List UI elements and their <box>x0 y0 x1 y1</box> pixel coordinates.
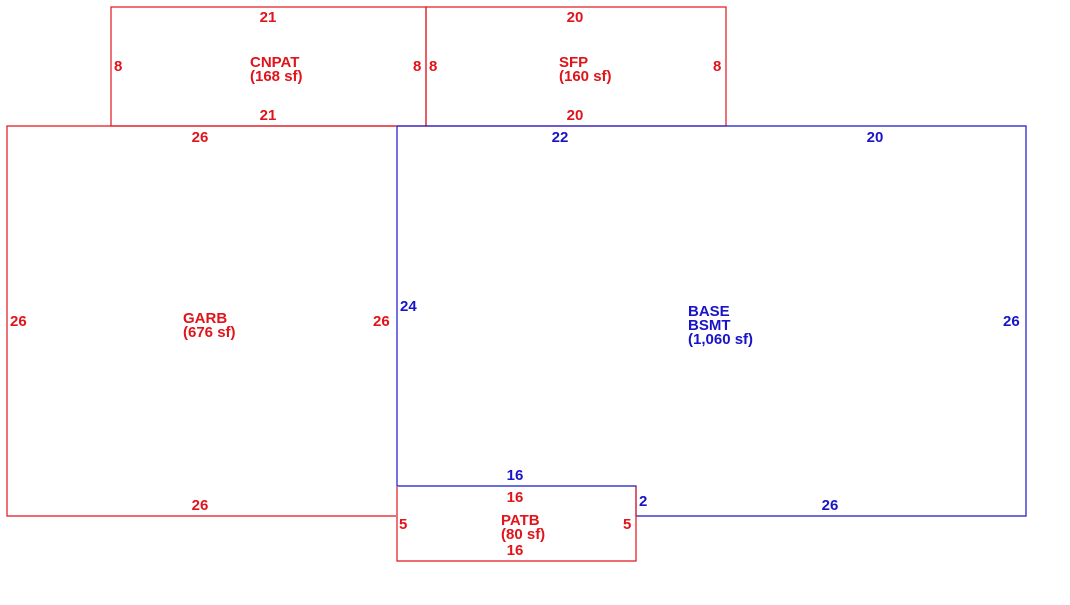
garb-dim-bottom: 26 <box>192 497 209 514</box>
base-label: BASE <box>688 303 730 320</box>
garb-label: GARB <box>183 310 227 327</box>
base-dim-top-left: 22 <box>552 129 569 146</box>
base-dim-top-right: 20 <box>867 129 884 146</box>
cnpat-area: (168 sf) <box>250 68 303 85</box>
cnpat-dim-left: 8 <box>114 58 122 75</box>
sfp-dim-right: 8 <box>713 58 721 75</box>
sfp-area: (160 sf) <box>559 68 612 85</box>
base-area: (1,060 sf) <box>688 331 753 348</box>
garb-dim-top: 26 <box>192 129 209 146</box>
area-cnpat: 21 21 8 8 CNPAT (168 sf) <box>110 6 427 127</box>
sfp-dim-left: 8 <box>429 58 437 75</box>
area-garb: 26 26 26 26 GARB (676 sf) <box>6 125 396 517</box>
garb-area: (676 sf) <box>183 324 236 341</box>
cnpat-dim-right: 8 <box>413 58 421 75</box>
base-sublabel: BSMT <box>688 317 731 334</box>
base-dim-step: 2 <box>639 493 647 510</box>
base-dim-inner-bottom: 16 <box>507 467 524 484</box>
patb-label: PATB <box>501 512 540 529</box>
area-patb: 16 16 5 5 PATB (80 sf) <box>396 487 637 562</box>
patb-area: (80 sf) <box>501 526 545 543</box>
base-dim-right: 26 <box>1003 313 1020 330</box>
patb-dim-bottom: 16 <box>507 542 524 559</box>
sfp-dim-top: 20 <box>567 9 584 26</box>
base-dim-bottom: 26 <box>822 497 839 514</box>
base-dim-left: 24 <box>400 298 417 315</box>
patb-dim-right: 5 <box>623 516 631 533</box>
garb-dim-left: 26 <box>10 313 27 330</box>
garb-dim-right: 26 <box>373 313 390 330</box>
sfp-label: SFP <box>559 54 588 71</box>
sfp-dim-bottom: 20 <box>567 107 584 124</box>
cnpat-dim-bottom: 21 <box>260 107 277 124</box>
area-base: 22 20 24 26 16 2 26 BASE BSMT (1,060 sf) <box>396 125 1027 517</box>
patb-dim-left: 5 <box>399 516 407 533</box>
patb-dim-top: 16 <box>507 489 524 506</box>
cnpat-label: CNPAT <box>250 54 299 71</box>
cnpat-dim-top: 21 <box>260 9 277 26</box>
garb-outline <box>6 125 396 517</box>
patb-outline <box>396 487 637 562</box>
area-sfp: 20 20 8 8 SFP (160 sf) <box>425 6 727 127</box>
